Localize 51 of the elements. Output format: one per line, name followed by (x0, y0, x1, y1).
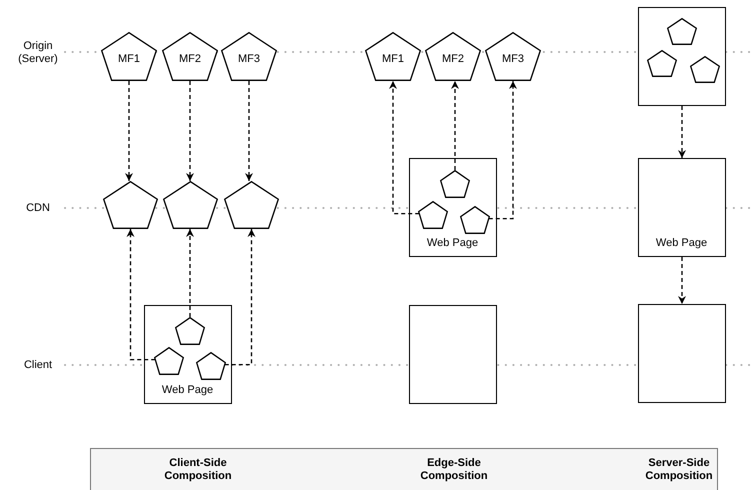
node-label: Web Page (654, 237, 708, 250)
arrow (389, 81, 420, 214)
node-label: MF3 (501, 52, 525, 66)
arrow (224, 229, 256, 366)
pentagon-node (224, 181, 279, 229)
pentagon-node (154, 347, 184, 375)
node-label: MF1 (117, 52, 141, 66)
arrow (488, 81, 517, 220)
node-label: Web Page (160, 384, 214, 397)
column-heading: Edge-Side Composition (419, 457, 489, 483)
web-page-box (409, 305, 497, 404)
arrow (245, 81, 253, 181)
web-page-box (144, 305, 232, 404)
arrow (678, 257, 686, 304)
pentagon-node (163, 181, 218, 229)
pentagon-node (196, 352, 226, 380)
microfrontend-pentagon (485, 32, 541, 81)
microfrontend-pentagon (101, 32, 157, 81)
composition-band (90, 448, 718, 490)
node-label: MF1 (381, 52, 405, 66)
microfrontend-pentagon (221, 32, 277, 81)
web-page-box (638, 7, 726, 106)
column-heading: Server-Side Composition (644, 457, 714, 483)
pentagon-node (690, 56, 720, 83)
row-label: Client (22, 359, 54, 372)
row-label: Origin (Server) (17, 40, 59, 66)
pentagon-node (667, 18, 697, 45)
pentagon-node (418, 201, 448, 229)
node-label: Web Page (426, 237, 480, 250)
column-heading: Client-Side Composition (163, 457, 233, 483)
pentagon-node (647, 50, 677, 77)
node-label: MF2 (178, 52, 202, 66)
row-label: CDN (25, 202, 51, 215)
microfrontend-pentagon (162, 32, 218, 81)
arrow (186, 81, 194, 181)
web-page-box (409, 158, 497, 257)
pentagon-node (440, 170, 470, 198)
microfrontend-pentagon (365, 32, 421, 81)
web-page-box (638, 158, 726, 257)
arrow (451, 81, 459, 170)
arrow (125, 81, 133, 181)
arrow (126, 229, 156, 360)
node-label: MF3 (237, 52, 261, 66)
arrow (678, 106, 686, 158)
web-page-box (638, 304, 726, 403)
pentagon-node (103, 181, 158, 229)
arrow (186, 229, 194, 317)
pentagon-node (175, 317, 205, 345)
microfrontend-pentagon (425, 32, 481, 81)
node-label: MF2 (441, 52, 465, 66)
pentagon-node (460, 206, 490, 234)
